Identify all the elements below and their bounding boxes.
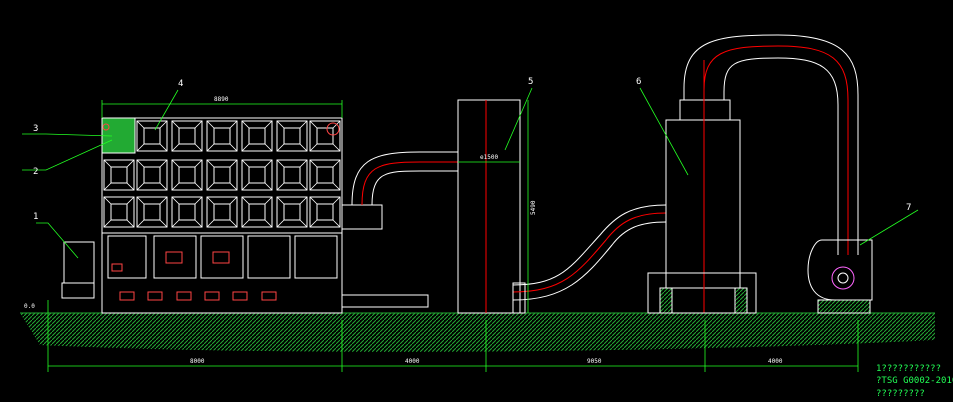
callout-1: 1 xyxy=(33,212,38,222)
callout-5: 5 xyxy=(528,77,533,87)
boiler xyxy=(61,117,429,314)
dim-span-4: 4000 xyxy=(768,358,783,365)
note-line-2: ?TSG G0002-2010?? xyxy=(876,376,953,386)
callout-6: 6 xyxy=(636,77,641,87)
arch-duct xyxy=(683,34,859,255)
tube-grid xyxy=(103,120,341,228)
duct-boiler-chimney xyxy=(351,151,458,206)
callout-3: 3 xyxy=(33,124,38,134)
dim-chimney-height: 5490 xyxy=(530,200,537,215)
dimension-lines xyxy=(47,100,859,372)
callout-4: 4 xyxy=(178,79,183,89)
ground-level: 0.0 xyxy=(24,303,35,310)
dim-chimney-offset: e1500 xyxy=(480,154,498,161)
chimney xyxy=(457,99,521,314)
note-line-1: 1??????????? xyxy=(876,364,941,374)
leaders xyxy=(22,87,919,259)
desulfurization-tower xyxy=(647,60,757,314)
induced-draft-fan xyxy=(807,239,873,314)
dim-boiler-width: 8890 xyxy=(214,96,229,103)
callout-2: 2 xyxy=(33,167,38,177)
air-ports xyxy=(119,291,277,301)
duct-chimney-tower xyxy=(512,204,667,314)
dim-span-1: 8000 xyxy=(190,358,205,365)
ground-hatch xyxy=(20,313,935,352)
dim-span-3: 9050 xyxy=(587,358,602,365)
callout-7: 7 xyxy=(906,203,911,213)
dim-span-2: 4000 xyxy=(405,358,420,365)
note-line-3: ????????? xyxy=(876,389,925,399)
